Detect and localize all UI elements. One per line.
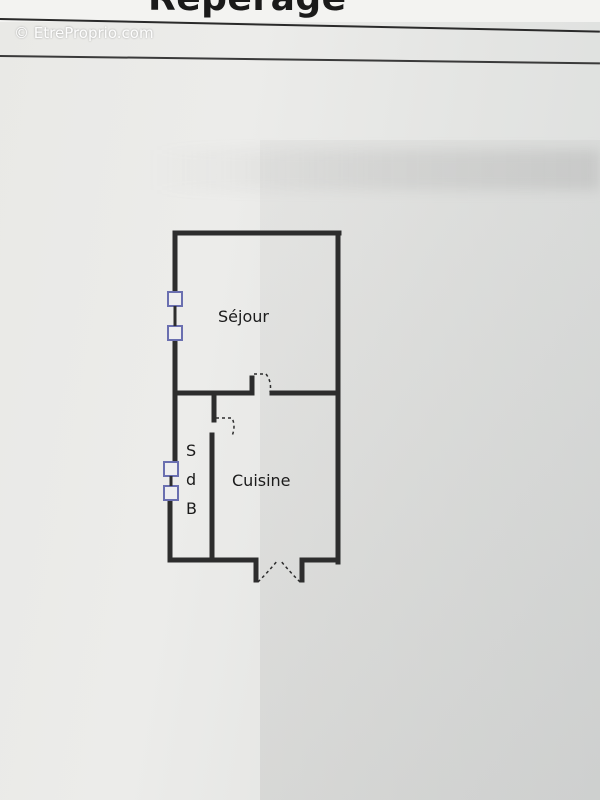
door-sdb <box>216 417 235 437</box>
room-label-sdb-s: S <box>186 441 196 460</box>
window-frame-top <box>167 291 183 307</box>
photo-bleed-through <box>150 150 600 190</box>
room-label-sejour: Séjour <box>218 307 269 326</box>
window-lower <box>163 461 179 501</box>
window-frame-top <box>163 461 179 477</box>
room-label-cuisine: Cuisine <box>232 471 291 490</box>
doors <box>216 373 301 583</box>
window-frame-bottom <box>167 325 183 341</box>
photo-shadow <box>260 140 600 800</box>
watermark: © EtreProprio.com <box>14 24 154 42</box>
room-label-sdb-d: d <box>186 470 196 489</box>
door-entry <box>257 559 301 583</box>
window-upper <box>167 291 183 341</box>
room-label-sdb-b: B <box>186 499 197 518</box>
page-title: Repérage <box>148 0 347 19</box>
header-band: Repérage <box>0 0 600 22</box>
walls <box>167 230 342 583</box>
window-frame-bottom <box>163 485 179 501</box>
door-sejour-cuisine <box>254 373 272 393</box>
